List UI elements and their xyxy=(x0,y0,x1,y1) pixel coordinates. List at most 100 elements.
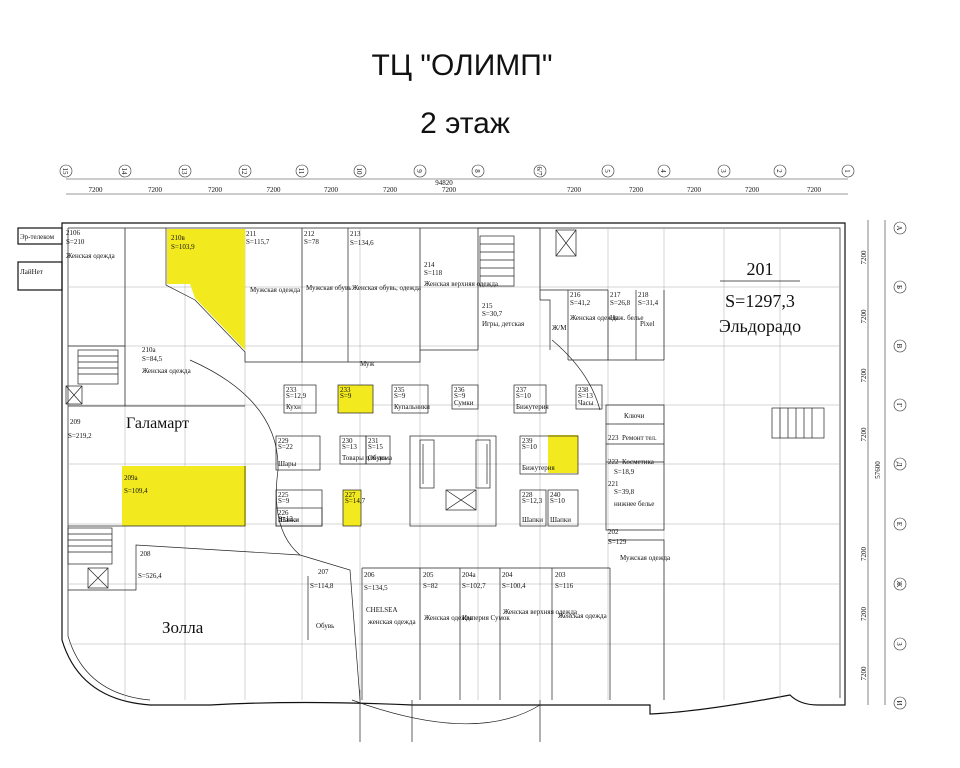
column-label: 14 xyxy=(120,168,128,176)
unit-206-brand: CHELSEA xyxy=(366,606,398,614)
east-small-units xyxy=(605,404,665,531)
kiosk-number: 239 xyxy=(522,437,533,445)
kiosk-number: 229 xyxy=(278,437,289,445)
unit-2106-desc: Женская одежда xyxy=(66,252,116,260)
unit-204-num: 204 xyxy=(502,571,513,579)
unit-209a-highlight xyxy=(122,466,246,526)
kiosk-desc: Часы xyxy=(578,399,594,407)
unit-210a-num: 210а xyxy=(142,346,157,354)
kiosk-number: 240 xyxy=(550,491,561,499)
column-marker xyxy=(773,164,787,178)
kiosk-area: S=9 xyxy=(394,392,406,400)
kiosk-desc: Кухн xyxy=(286,403,301,411)
unit-210b-num: 210в xyxy=(171,234,186,242)
column-label: 5 xyxy=(603,169,611,173)
inner-outline xyxy=(67,227,841,701)
column-marker xyxy=(353,164,367,178)
unit-209-name: Галамарт xyxy=(126,415,189,432)
kiosk-number: 233 xyxy=(340,386,351,394)
kiosk-area: S=10 xyxy=(516,392,531,400)
row-label: В xyxy=(895,344,903,349)
side-tag-box-1 xyxy=(17,227,63,245)
south-shops xyxy=(307,539,665,700)
wc-label: Муж xyxy=(360,360,374,368)
row-label: Г xyxy=(895,403,903,407)
unit-207-num: 207 xyxy=(318,568,329,576)
row-marker xyxy=(893,577,907,591)
unit-212-desc: Мужская обувь xyxy=(306,284,351,292)
total-width-label: 94820 xyxy=(435,179,453,187)
column-label: 11 xyxy=(297,168,305,175)
side-tag-1: Эр-телеком xyxy=(20,233,55,241)
row-span-label: 7200 xyxy=(860,666,868,681)
row-marker xyxy=(893,221,907,235)
unit-203-area: S=116 xyxy=(555,582,574,590)
kiosk-area: S=13 xyxy=(578,392,593,400)
column-marker xyxy=(533,164,547,178)
column-marker xyxy=(295,164,309,178)
row-label: Е xyxy=(895,522,903,526)
unit-2106-num: 2106 xyxy=(66,229,81,237)
unit-217-area: S=26,8 xyxy=(610,299,631,307)
staircase-west-1 xyxy=(65,349,119,405)
row-label: Ж xyxy=(895,581,903,588)
kiosk-highlight-1 xyxy=(338,385,373,413)
kiosk-area: S=22 xyxy=(278,443,293,451)
side-tag-box-2 xyxy=(17,261,63,291)
unit-202-num: 202 xyxy=(608,528,619,536)
kiosk-desc: Товары для дома xyxy=(342,454,393,462)
column-label: 6/7 xyxy=(535,167,543,176)
row-marker xyxy=(893,398,907,412)
unit-201-area: S=1297,3 xyxy=(725,291,795,311)
unit-204-desc: Женская верхняя одежда xyxy=(503,608,578,616)
unit-201-num: 201 xyxy=(747,259,774,279)
row-span-label: 7200 xyxy=(860,368,868,383)
unit-206-num: 206 xyxy=(364,571,375,579)
escalators xyxy=(409,435,497,527)
corridor-curve xyxy=(189,359,301,556)
kiosk-area: S=10 xyxy=(522,443,537,451)
column-marker xyxy=(178,164,192,178)
span-label: 7200 xyxy=(745,186,760,194)
unit-204-area: S=100,4 xyxy=(502,582,526,590)
row-span-label: 7200 xyxy=(860,309,868,324)
unit-217-desc: Ниж. белье xyxy=(610,314,644,322)
unit-203-desc: Женская одежда xyxy=(558,612,608,620)
kiosk-area: S=14,7 xyxy=(345,497,366,505)
kiosk-number: 227 xyxy=(345,491,356,499)
unit-202-desc: Мужская одежда xyxy=(620,554,671,562)
unit-209-area: S=219,2 xyxy=(68,432,92,440)
unit-216-desc: Женская одежда xyxy=(570,314,620,322)
building-outline xyxy=(61,222,846,715)
north-shops xyxy=(124,227,665,363)
unit-221-desc: нижнее белье xyxy=(614,500,654,508)
unit-216-area: S=41,2 xyxy=(570,299,591,307)
floor-label: 2 этаж xyxy=(420,107,510,140)
span-label: 7200 xyxy=(567,186,582,194)
kiosk-desc: Шапки xyxy=(278,516,299,524)
kiosk-number: 235 xyxy=(394,386,405,394)
span-label: 7200 xyxy=(267,186,282,194)
span-label: 7200 xyxy=(148,186,163,194)
kiosk-area: S=9 xyxy=(454,392,466,400)
kiosk-desc: Сумки xyxy=(454,399,474,407)
kiosk-area: S=10 xyxy=(550,497,565,505)
column-label: 4 xyxy=(659,169,667,173)
unit-203-num: 203 xyxy=(555,571,566,579)
unit-213-desc: Женская обувь, одежда xyxy=(352,284,422,292)
unit-211-num: 211 xyxy=(246,230,257,238)
column-label: 1 xyxy=(843,169,851,173)
unit-204a-area: S=102,7 xyxy=(462,582,486,590)
row-label: И xyxy=(895,700,903,705)
